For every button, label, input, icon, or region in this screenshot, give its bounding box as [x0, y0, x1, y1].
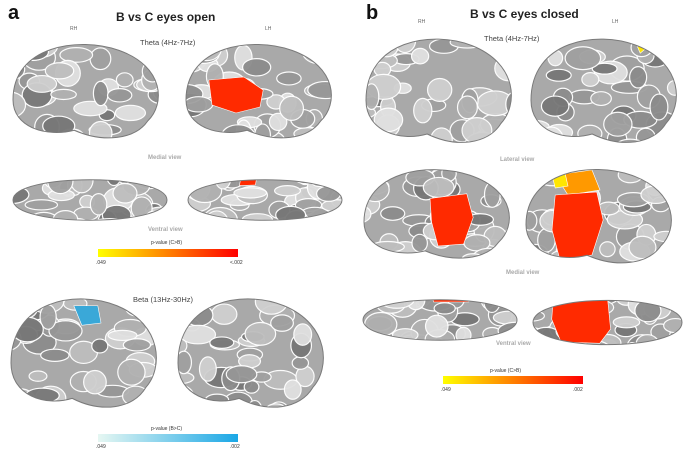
panel-b-lateral-lh: [530, 38, 677, 143]
panel-a-theta-colorbar-title: p-value (C>B): [151, 240, 182, 246]
panel-b-ventral-lh: [532, 299, 683, 346]
panel-a-beta-lateral-rh: [10, 298, 157, 408]
panel-a-theta-lateral-lh: [185, 44, 332, 139]
panel-a-letter: a: [8, 2, 20, 24]
panel-b-theta-label: Theta (4Hz-7Hz): [484, 34, 540, 43]
panel-a-theta-colorbar-min: .049: [96, 260, 106, 266]
panel-b-theta-colorbar: [443, 376, 583, 384]
panel-a-beta-label: Beta (13Hz-30Hz): [133, 295, 194, 304]
panel-a-beta-colorbar: [98, 434, 238, 442]
panel-a-theta-ventral-lh: [187, 179, 343, 221]
panel-a-theta-ventral-rh: [12, 179, 168, 221]
panel-a-rh-label: RH: [70, 26, 78, 32]
panel-a-beta-colorbar-min: .049: [96, 444, 106, 450]
panel-a-ventral-view-label: Ventral view: [148, 227, 183, 233]
panel-b-rh-label: RH: [418, 19, 426, 25]
panel-b-theta-colorbar-min: .049: [441, 387, 451, 393]
panel-a-title: B vs C eyes open: [116, 10, 216, 24]
panel-b-medial-rh: [363, 169, 510, 259]
panel-b-ventral-view-label: Ventral view: [496, 341, 531, 347]
panel-b-ventral-rh: [362, 299, 518, 341]
panel-b-letter: b: [366, 2, 379, 24]
panel-b-lh-label: LH: [612, 19, 619, 25]
panel-a-medial-view-label: Medial view: [148, 155, 182, 161]
panel-b-theta-colorbar-max: .002: [573, 387, 583, 393]
panel-a-theta-colorbar-max: <.002: [230, 260, 243, 266]
panel-a-beta-colorbar-title: p-value (B>C): [151, 426, 182, 432]
panel-a-lh-label: LH: [265, 26, 272, 32]
panel-b-lateral-rh: [365, 38, 512, 143]
panel-a-theta-label: Theta (4Hz-7Hz): [140, 38, 196, 47]
panel-a-theta-colorbar: [98, 249, 238, 257]
panel-b-medial-lh: [525, 169, 672, 264]
panel-a-beta-lateral-lh: [177, 298, 324, 408]
panel-b-medial-view-label: Medial view: [506, 270, 540, 276]
panel-b-lateral-view-label: Lateral view: [500, 157, 535, 163]
panel-b-theta-colorbar-title: p-value (C>B): [490, 368, 521, 374]
panel-a-beta-colorbar-max: .002: [230, 444, 240, 450]
panel-b-title: B vs C eyes closed: [470, 7, 579, 21]
panel-a-theta-lateral-rh: [12, 44, 159, 139]
